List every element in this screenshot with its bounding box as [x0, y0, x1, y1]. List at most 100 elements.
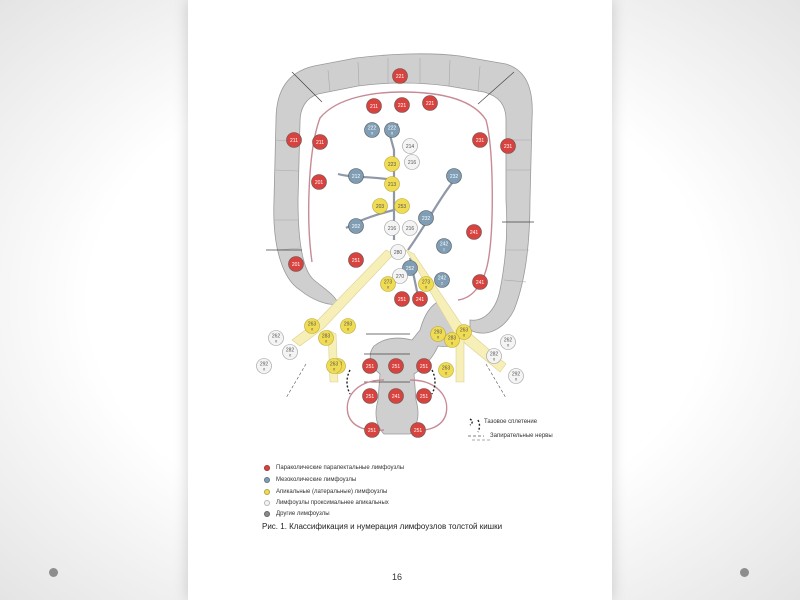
lymph-node-label: 282: [490, 352, 499, 358]
segment-divider-lines: [266, 71, 534, 383]
lymph-node-red: 201: [311, 174, 327, 190]
lymph-node-red: 241: [472, 274, 488, 290]
lymph-node-label: 251: [392, 364, 401, 370]
lymph-node-label: 292: [260, 362, 269, 368]
lymph-node-red: 251: [394, 291, 410, 307]
lymph-node-label: 242: [440, 242, 449, 248]
lymph-node-circle: [486, 348, 502, 364]
lymph-node-sublabel: rt: [311, 327, 314, 332]
lymph-node-circle: [372, 198, 388, 214]
legend-item-proximal: Лимфоузлы проксимальнее апикальных: [264, 498, 389, 507]
lymph-node-label: 251: [420, 394, 429, 400]
slide-nav-right-dot[interactable]: [740, 568, 749, 577]
lymph-node-sublabel: lt: [445, 371, 448, 376]
lymph-node-label: 211: [316, 140, 324, 146]
lymph-node-sublabel: rt: [333, 367, 336, 372]
lymph-node-white: 216: [402, 220, 418, 236]
lymph-node-label: 262: [272, 334, 281, 340]
lymph-node-label: 273: [384, 280, 393, 286]
lymph-node-circle: [416, 358, 432, 374]
figure-caption: Рис. 1. Классификация и нумерация лимфоу…: [262, 522, 503, 531]
lymph-node-circle: [384, 220, 400, 236]
lymph-node-circle: [366, 98, 382, 114]
lymph-node-blue: 212: [348, 168, 364, 184]
lymph-node-label: 293: [344, 322, 353, 328]
lymph-node-red: 241: [466, 224, 482, 240]
lymph-node-label: 251: [366, 364, 375, 370]
plexus-legend-label: Тазовое сплетение: [484, 419, 538, 425]
lymph-node-label: 241: [476, 280, 485, 286]
lymph-node-circle: [390, 244, 406, 260]
lymph-node-white: 214: [402, 138, 418, 154]
lymph-node-red: 251: [362, 388, 378, 404]
lymph-node-label: 211: [370, 104, 378, 110]
lymph-node-circle: [394, 97, 410, 113]
legend-item-mesocolic: Мезоколические лимфоузлы: [264, 475, 356, 484]
lymph-node-red: 251: [362, 358, 378, 374]
lymph-node-label: 223: [388, 162, 397, 168]
lymph-node-circle: [392, 68, 408, 84]
lymph-node-label: 201: [292, 262, 301, 268]
lymph-node-yellow: 223: [384, 156, 400, 172]
lymph-node-circle: [446, 168, 462, 184]
lymph-node-label: 201: [315, 180, 324, 186]
lymph-node-sublabel: 2: [441, 281, 444, 286]
lymph-node-circle: [304, 318, 320, 334]
nerve-line-icon: [468, 435, 484, 437]
lymph-node-circle: [326, 358, 342, 374]
lymph-node-label: 241: [470, 230, 479, 236]
lymph-node-sublabel: rt: [275, 339, 278, 344]
lymph-node-blue: 202: [348, 218, 364, 234]
lymph-node-circle: [444, 332, 460, 348]
lymph-node-sublabel: rt: [371, 131, 374, 136]
lymph-node-red: 231: [472, 132, 488, 148]
lymph-node-circle: [404, 154, 420, 170]
lymph-node-circle: [362, 358, 378, 374]
lymph-node-sublabel: lt: [451, 341, 454, 346]
lymph-node-circle: [364, 122, 380, 138]
legend-label: Лимфоузлы проксимальнее апикальных: [276, 499, 389, 506]
lymph-node-label: 251: [398, 297, 407, 303]
lymph-node-red: 221: [422, 95, 438, 111]
legend-label: Апикальные (латеральные) лимфоузлы: [276, 488, 388, 495]
lymph-node-circle: [268, 330, 284, 346]
legend-label: Другие лимфоузлы: [276, 510, 330, 517]
lymph-node-circle: [384, 122, 400, 138]
white-node-swatch-icon: [264, 499, 270, 506]
lymph-node-circle: [380, 276, 396, 292]
lymph-node-label: 241: [416, 297, 425, 303]
lymph-node-sublabel: rt: [325, 339, 328, 344]
slide-nav-left-dot[interactable]: [49, 568, 58, 577]
lymph-node-circle: [286, 132, 302, 148]
pelvic-plexus-marks: [346, 369, 481, 433]
lymph-node-label: 221: [396, 74, 405, 80]
lymph-node-label: 212: [352, 174, 361, 180]
lymph-node-sublabel: lt: [515, 377, 518, 382]
lymph-node-sublabel: rt: [263, 367, 266, 372]
lymph-node-circle: [384, 156, 400, 172]
lymph-node-circle: [388, 358, 404, 374]
lymph-node-label: 262: [504, 338, 513, 344]
nerves-legend: Запирательные нервы: [468, 432, 553, 440]
lymph-node-label: 216: [408, 160, 417, 166]
lymph-node-red: 251: [416, 358, 432, 374]
plexus-legend: Тазовое сплетение: [468, 418, 537, 426]
lymph-node-sublabel: lt: [493, 357, 496, 362]
gray-node-swatch-icon: [264, 510, 270, 517]
lymph-node-circle: [348, 168, 364, 184]
lymph-node-circle: [472, 132, 488, 148]
lymph-node-white: 270: [392, 268, 408, 284]
